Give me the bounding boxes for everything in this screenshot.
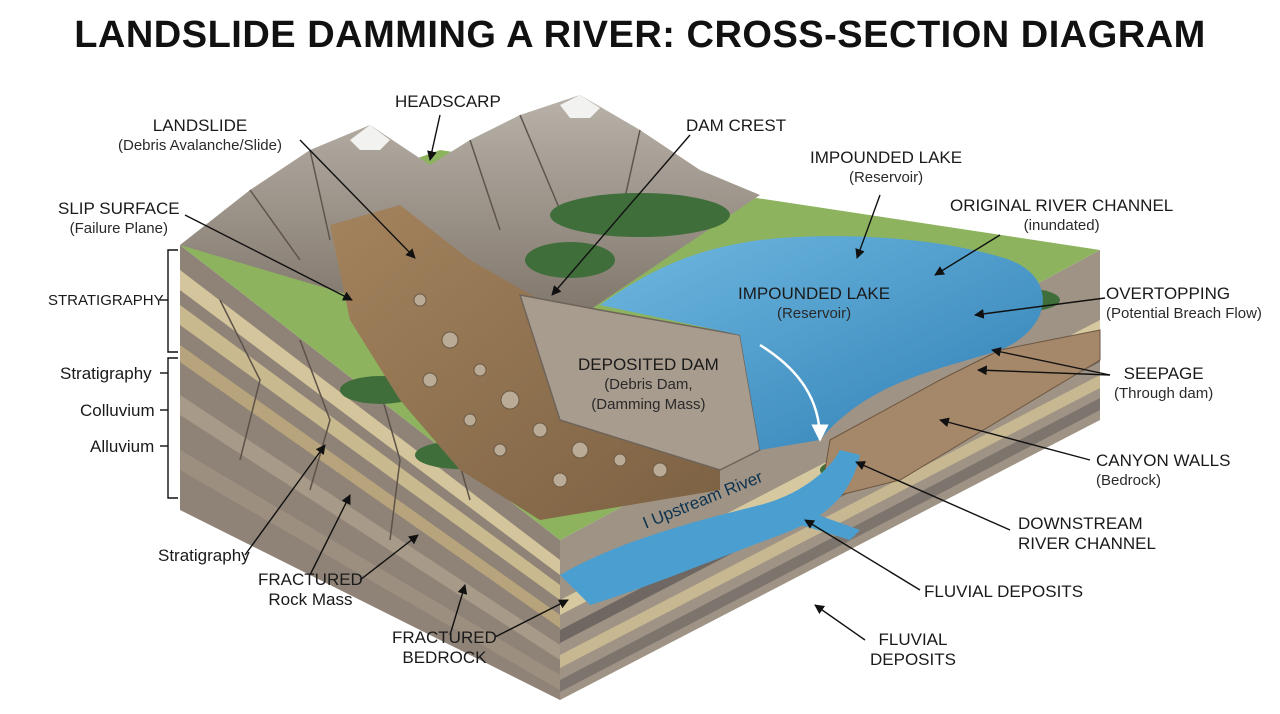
label-original-channel-title: ORIGINAL RIVER CHANNEL [950,196,1174,215]
label-downstream-1: DOWNSTREAM [1018,514,1143,533]
overtopping-flow-arrow [759,343,829,442]
label-deposited-dam: DEPOSITED DAM (Debris Dam, (Damming Mass… [578,355,719,415]
label-colluvium: Colluvium [80,401,155,420]
label-fractured-bedrock-2: BEDROCK [402,648,487,667]
label-stratigraphy-b: Stratigraphy [158,546,250,565]
label-headscarp: HEADSCARP [395,92,501,111]
debris-boulders [413,293,668,488]
label-impounded-lake-top-title: IMPOUNDED LAKE [810,148,963,167]
label-canyon-walls-sub: (Bedrock) [1096,472,1162,489]
label-seepage-sub: (Through dam) [1114,385,1214,402]
label-canyon-walls: CANYON WALLS (Bedrock) [1096,451,1230,491]
impounded-lake [600,236,1043,450]
label-downstream-channel: DOWNSTREAM RIVER CHANNEL [1018,514,1156,554]
label-fluvial-deposits-a: FLUVIAL DEPOSITS [924,582,1084,601]
leader-lines [160,114,1111,641]
label-deposited-dam-sub2: (Damming Mass) [591,396,706,413]
label-impounded-lake-top: IMPOUNDED LAKE (Reservoir) [810,148,962,188]
landslide-debris [330,205,720,520]
label-fractured-rock: FRACTURED Rock Mass [258,570,363,610]
label-downstream-2: RIVER CHANNEL [1018,534,1156,553]
label-slip-surface: SLIP SURFACE (Failure Plane) [58,199,180,239]
label-original-channel: ORIGINAL RIVER CHANNEL (inundated) [950,196,1173,236]
label-seepage-title: SEEPAGE [1123,364,1204,383]
label-impounded-lake-mid: IMPOUNDED LAKE (Reservoir) [738,284,890,324]
label-overtopping-sub: (Potential Breach Flow) [1106,305,1262,322]
label-dam-crest: DAM CREST [686,116,787,135]
mountains [180,95,760,330]
label-original-channel-sub: (inundated) [1023,217,1100,234]
downstream-river [560,450,860,605]
label-fractured-rock-2: Rock Mass [268,590,353,609]
label-landslide: LANDSLIDE (Debris Avalanche/Slide) [118,116,282,156]
label-impounded-lake-top-sub: (Reservoir) [848,169,924,186]
label-overtopping-title: OVERTOPPING [1106,284,1231,303]
label-alluvium: Alluvium [90,437,155,456]
label-deposited-dam-sub1: (Debris Dam, [604,376,693,393]
label-fractured-bedrock: FRACTURED BEDROCK [392,628,497,668]
label-deposited-dam-title: DEPOSITED DAM [578,355,719,374]
label-impounded-lake-mid-sub: (Reservoir) [776,305,852,322]
label-fluvial-deposits-b2: DEPOSITS [870,650,956,669]
label-seepage: SEEPAGE (Through dam) [1114,364,1213,404]
label-landslide-title: LANDSLIDE [152,116,248,135]
label-canyon-walls-title: CANYON WALLS [1096,451,1231,470]
label-fractured-rock-1: FRACTURED [258,570,363,589]
label-fluvial-deposits-b: FLUVIAL DEPOSITS [870,630,956,670]
label-fractured-bedrock-1: FRACTURED [392,628,497,647]
page-title: LANDSLIDE DAMMING A RIVER: CROSS-SECTION… [74,14,1206,56]
label-impounded-lake-mid-title: IMPOUNDED LAKE [738,284,891,303]
label-fluvial-deposits-b1: FLUVIAL [878,630,948,649]
label-landslide-sub: (Debris Avalanche/Slide) [118,137,282,154]
label-stratigraphy-upper: STRATIGRAPHY [48,292,164,309]
label-stratigraphy-a: Stratigraphy [60,364,152,383]
downstream-channel-branch [785,505,860,540]
label-overtopping: OVERTOPPING (Potential Breach Flow) [1106,284,1262,324]
label-slip-surface-sub: (Failure Plane) [69,220,168,237]
label-slip-surface-title: SLIP SURFACE [58,199,180,218]
